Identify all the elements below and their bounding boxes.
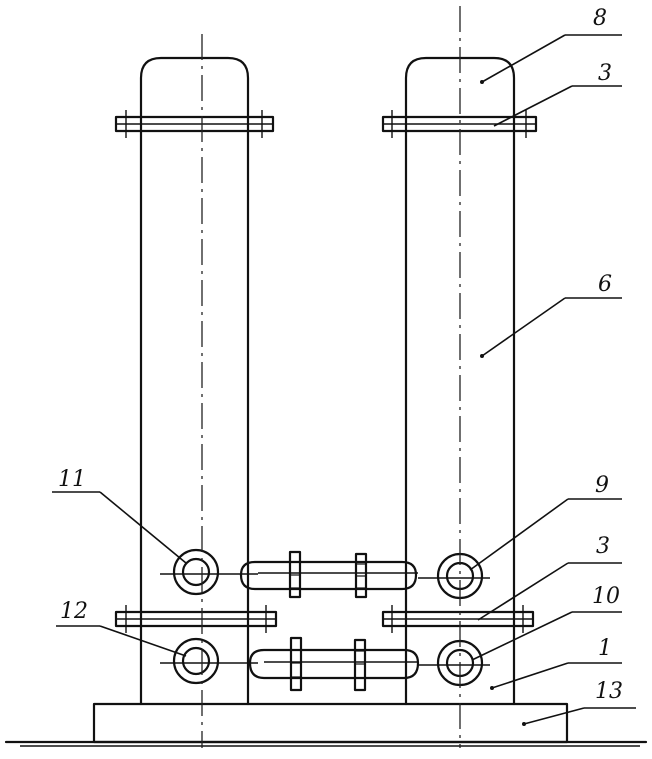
left-column-body <box>139 56 250 706</box>
right-column <box>381 6 538 748</box>
callout-11: 11 <box>52 467 187 564</box>
callout-6: 6 <box>480 272 622 358</box>
callout-label-10: 10 <box>592 584 620 609</box>
callout-label-9: 9 <box>595 473 609 498</box>
callout-label-13: 13 <box>595 679 623 704</box>
right-lower-nozzle <box>418 639 490 687</box>
callout-label-8: 8 <box>593 6 607 31</box>
left-column <box>114 34 278 748</box>
callout-8: 8 <box>480 6 622 84</box>
callout-3-lower: 3 <box>477 534 622 621</box>
callout-9: 9 <box>469 473 622 571</box>
callout-12: 12 <box>56 599 187 657</box>
callout-13: 13 <box>522 679 636 726</box>
left-upper-nozzle <box>160 548 258 596</box>
callout-1: 1 <box>490 636 622 690</box>
callout-label-1: 1 <box>598 636 612 661</box>
upper-connecting-pipe <box>239 550 418 599</box>
callout-label-11: 11 <box>58 467 86 492</box>
callout-label-3-lower: 3 <box>596 534 610 559</box>
base-plate <box>92 702 569 744</box>
lower-connecting-pipe <box>248 636 420 692</box>
callout-label-12: 12 <box>60 599 88 624</box>
callout-10: 10 <box>471 584 622 661</box>
callout-label-3-top: 3 <box>598 61 612 86</box>
left-lower-nozzle <box>160 637 258 685</box>
right-upper-nozzle <box>418 552 490 600</box>
callout-3-top: 3 <box>493 61 622 127</box>
callout-label-6: 6 <box>598 272 612 297</box>
